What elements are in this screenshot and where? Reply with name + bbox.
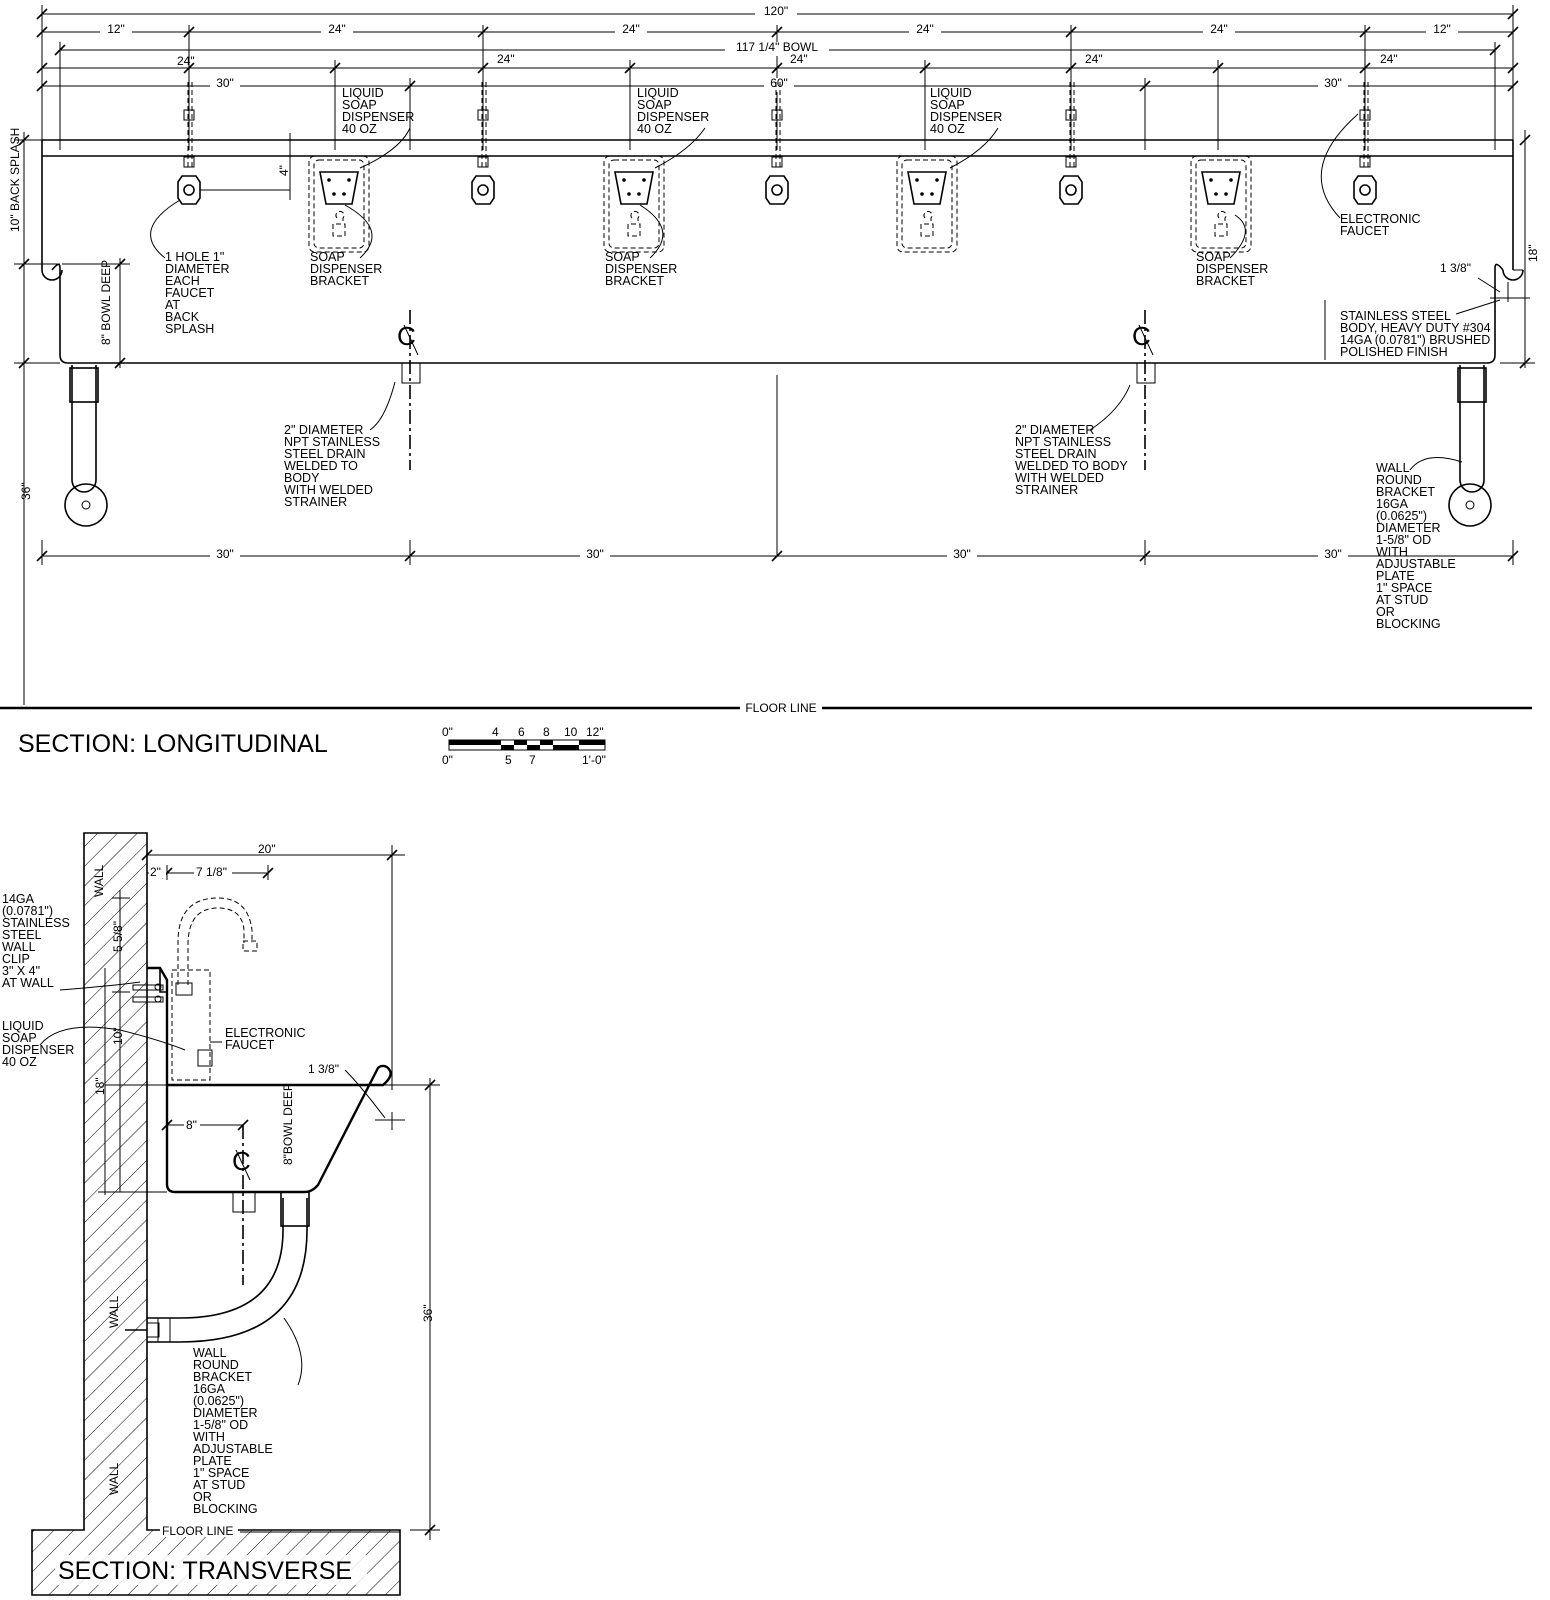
dim-spacing-3: 24" bbox=[916, 22, 934, 36]
drain-label-right: 2" DIAMETER NPT STAINLESS STEEL DRAIN WE… bbox=[1015, 423, 1131, 497]
wall-bracket-label: WALL ROUND BRACKET 16GA (0.0625") DIAMET… bbox=[1376, 461, 1459, 631]
dim-7-1-8: 7 1/8" bbox=[196, 865, 227, 879]
dim-24-e: 24" bbox=[1380, 52, 1398, 66]
dim-end-left: 12" bbox=[107, 22, 125, 36]
leg-right bbox=[1448, 365, 1492, 527]
centerline-symbol: C bbox=[397, 321, 416, 351]
floor-line-transverse: FLOOR LINE bbox=[162, 1524, 233, 1538]
scale-6: 6 bbox=[518, 725, 525, 739]
soap-dispenser-label-3: LIQUID SOAP DISPENSER 40 OZ bbox=[930, 86, 1006, 136]
dim-60: 60" bbox=[770, 76, 788, 90]
sink-body bbox=[41, 139, 1524, 364]
longitudinal-title: SECTION: LONGITUDINAL bbox=[18, 730, 328, 758]
wall-label-top: WALL bbox=[92, 864, 106, 897]
dim-backsplash: 10" BACK SPLASH bbox=[8, 128, 22, 232]
dim-5-5-8: 5 5/8" bbox=[111, 921, 125, 952]
scale-8: 8 bbox=[543, 725, 550, 739]
wall-label-bottom: WALL bbox=[107, 1462, 121, 1495]
soap-dispenser-icon bbox=[308, 155, 370, 253]
dim-spacing-2: 24" bbox=[622, 22, 640, 36]
dim-4: 4" bbox=[277, 165, 291, 176]
right-dimensions: 18" 1 3/8" bbox=[1440, 130, 1540, 369]
dim-24-a: 24" bbox=[177, 54, 195, 68]
scale-10: 10 bbox=[564, 725, 578, 739]
leaders bbox=[150, 113, 1501, 471]
dim-24-d: 24" bbox=[1085, 52, 1103, 66]
dim-bowl-deep: 8" BOWL DEEP bbox=[99, 260, 113, 345]
dim-rim-transverse: 1 3/8" bbox=[308, 1062, 339, 1076]
dim-bowl: 117 1/4" BOWL bbox=[736, 40, 818, 54]
dim-24-b: 24" bbox=[497, 52, 515, 66]
dim-overall: 120" bbox=[764, 4, 788, 18]
centerline-symbol: C bbox=[1132, 321, 1151, 351]
dim-30-b2: 30" bbox=[586, 547, 604, 561]
centerline-left: C bbox=[397, 310, 421, 470]
dim-20: 20" bbox=[258, 842, 276, 856]
scale-bar: 0" 4 6 8 10 12" 0" 5 7 1'-0" bbox=[442, 725, 606, 767]
dim-24-c: 24" bbox=[790, 52, 808, 66]
faucet-icon bbox=[171, 897, 258, 1081]
faucet-hole-label: 1 HOLE 1" DIAMETER EACH FAUCET AT BACK S… bbox=[165, 250, 233, 336]
leg-left bbox=[64, 365, 108, 527]
transverse-leaders bbox=[39, 981, 303, 1386]
wall-clip-label: 14GA (0.0781") STAINLESS STEEL WALL CLIP… bbox=[2, 892, 73, 990]
electronic-faucet-transverse-label: ELECTRONIC FAUCET bbox=[225, 1026, 309, 1052]
transverse-section: WALL WALL WALL FLOOR LINE C bbox=[2, 832, 440, 1596]
callouts: LIQUID SOAP DISPENSER 40 OZ LIQUID SOAP … bbox=[165, 86, 1494, 631]
transverse-title: SECTION: TRANSVERSE bbox=[58, 1557, 352, 1585]
dim-30-right: 30" bbox=[1324, 76, 1342, 90]
soap-dispenser-icon bbox=[603, 155, 665, 253]
soap-dispenser-transverse-label: LIQUID SOAP DISPENSER 40 OZ bbox=[2, 1019, 78, 1069]
scale-b0: 0" bbox=[442, 753, 453, 767]
transverse-bracket bbox=[125, 1191, 310, 1343]
scale-0: 0" bbox=[442, 725, 453, 739]
wall-label-mid: WALL bbox=[107, 1295, 121, 1328]
dim-36: 36" bbox=[19, 482, 33, 500]
dim-10: 10" bbox=[111, 1027, 125, 1045]
wall-bracket-transverse-label: WALL ROUND BRACKET 16GA (0.0625") DIAMET… bbox=[193, 1346, 276, 1516]
transverse-dimensions: 20" 2" 7 1/8" 5 5/8" 10" 18" 8" bbox=[93, 842, 440, 1540]
dim-bowl-deep-transverse: 8"BOWL DEEP bbox=[281, 1083, 295, 1165]
centerline-right: C bbox=[1132, 310, 1156, 470]
scale-b5: 5 bbox=[505, 753, 512, 767]
soap-bracket-label-3: SOAP DISPENSER BRACKET bbox=[1196, 250, 1272, 288]
electronic-faucet-label: ELECTRONIC FAUCET bbox=[1340, 212, 1424, 238]
dim-18: 18" bbox=[93, 1077, 107, 1095]
drain-label-left: 2" DIAMETER NPT STAINLESS STEEL DRAIN WE… bbox=[284, 423, 384, 509]
scale-12: 12" bbox=[586, 725, 604, 739]
soap-dispenser-label-2: LIQUID SOAP DISPENSER 40 OZ bbox=[637, 86, 713, 136]
soap-dispenser-icon bbox=[1190, 155, 1252, 253]
dim-30-b4: 30" bbox=[1324, 547, 1342, 561]
dim-2: 2" bbox=[150, 865, 161, 879]
dim-18-right: 18" bbox=[1526, 244, 1540, 262]
longitudinal-section: 120" 12" 24" 24" 24" 24" 12" 117 1/4" BO… bbox=[0, 4, 1540, 758]
dim-30-b1: 30" bbox=[216, 547, 234, 561]
top-dimensions: 120" 12" 24" 24" 24" 24" 12" 117 1/4" BO… bbox=[36, 4, 1519, 150]
scale-b7: 7 bbox=[529, 753, 536, 767]
dim-end-right: 12" bbox=[1433, 22, 1451, 36]
bottom-dimensions: 30" 30" 30" 30" bbox=[36, 540, 1519, 565]
dim-spacing-1: 24" bbox=[328, 22, 346, 36]
scale-b12: 1'-0" bbox=[582, 753, 606, 767]
dim-8: 8" bbox=[186, 1118, 197, 1132]
scale-4: 4 bbox=[492, 725, 499, 739]
soap-dispenser-label-1: LIQUID SOAP DISPENSER 40 OZ bbox=[342, 86, 418, 136]
dim-36-transverse: 36" bbox=[421, 1304, 435, 1322]
wall-clip bbox=[132, 983, 164, 1003]
body-material-label: STAINLESS STEEL BODY, HEAVY DUTY #304 14… bbox=[1340, 309, 1494, 359]
soap-bracket-label-2: SOAP DISPENSER BRACKET bbox=[605, 250, 681, 288]
floor-line-label: FLOOR LINE bbox=[745, 701, 816, 715]
dim-30-b3: 30" bbox=[953, 547, 971, 561]
dim-30-left: 30" bbox=[216, 76, 234, 90]
dim-spacing-4: 24" bbox=[1210, 22, 1228, 36]
dim-rim: 1 3/8" bbox=[1440, 261, 1471, 275]
soap-bracket-label-1: SOAP DISPENSER BRACKET bbox=[310, 250, 386, 288]
left-dimensions: 10" BACK SPLASH 36" 8" BOWL DEEP bbox=[8, 128, 130, 705]
soap-dispenser-icon bbox=[896, 155, 958, 253]
